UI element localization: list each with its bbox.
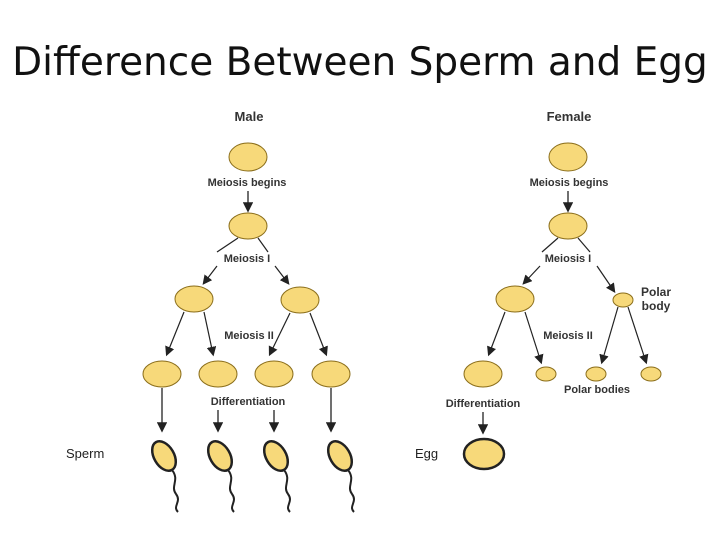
female-arrow-3d [627,306,649,365]
sperm-cell-1 [150,440,179,513]
female-polar-body-3 [585,366,607,382]
male-meiosis1-cell [228,212,268,240]
female-line-b [577,237,591,253]
female-polar-body-2 [535,366,557,382]
female-stage-differentiation: Differentiation [446,398,521,410]
female-stage-meiosis-2: Meiosis II [543,330,593,342]
female-stage-meiosis-1: Meiosis I [545,253,591,265]
male-spermatid-3 [254,360,294,388]
female-polar-body-label-line1: Polar [641,285,671,299]
female-secondary-oocyte [495,285,535,313]
male-arrow-3d [309,312,328,357]
male-line-a [216,237,239,253]
female-polar-bodies-label: Polar bodies [564,384,630,396]
female-ootid [463,360,503,388]
male-stage-meiosis-2: Meiosis II [224,330,274,342]
male-arrow-3a [165,311,185,357]
sperm-cell-3 [262,440,291,513]
sperm-cell-4 [326,440,355,513]
female-polar-body-label-line2: body [642,299,671,313]
male-arrow-3c [268,312,291,357]
female-result-label: Egg [415,446,438,461]
egg-cell [462,437,506,471]
male-spermatid-2 [198,360,238,388]
female-arrow-3a [487,311,506,357]
female-stage-meiosis-begins: Meiosis begins [530,177,609,189]
female-line-a [541,237,559,253]
male-arrow-3b [203,311,217,357]
male-arrow-2a [202,265,218,285]
female-meiosis1-cell [548,212,588,240]
female-arrow-2b [596,265,616,293]
female-primary-cell [548,142,588,172]
female-header: Female [547,109,592,124]
male-result-label: Sperm [66,446,104,461]
female-arrow-3c [599,306,619,365]
male-primary-cell [228,142,268,172]
male-secondary-cell-2 [280,286,320,314]
female-arrow-2a [522,265,541,285]
male-stage-meiosis-1: Meiosis I [224,253,270,265]
female-first-polar-body [612,292,634,308]
male-arrow-2b [274,265,290,285]
sperm-cell-2 [206,440,235,513]
female-arrow-3b [524,311,544,365]
male-spermatid-4 [311,360,351,388]
slide-title: Difference Between Sperm and Egg [12,40,708,85]
female-polar-body-4 [640,366,662,382]
male-secondary-cell-1 [174,285,214,313]
male-spermatid-1 [142,360,182,388]
male-stage-differentiation: Differentiation [211,396,286,408]
male-stage-meiosis-begins: Meiosis begins [208,177,287,189]
male-line-b [257,237,269,253]
male-header: Male [235,109,264,124]
